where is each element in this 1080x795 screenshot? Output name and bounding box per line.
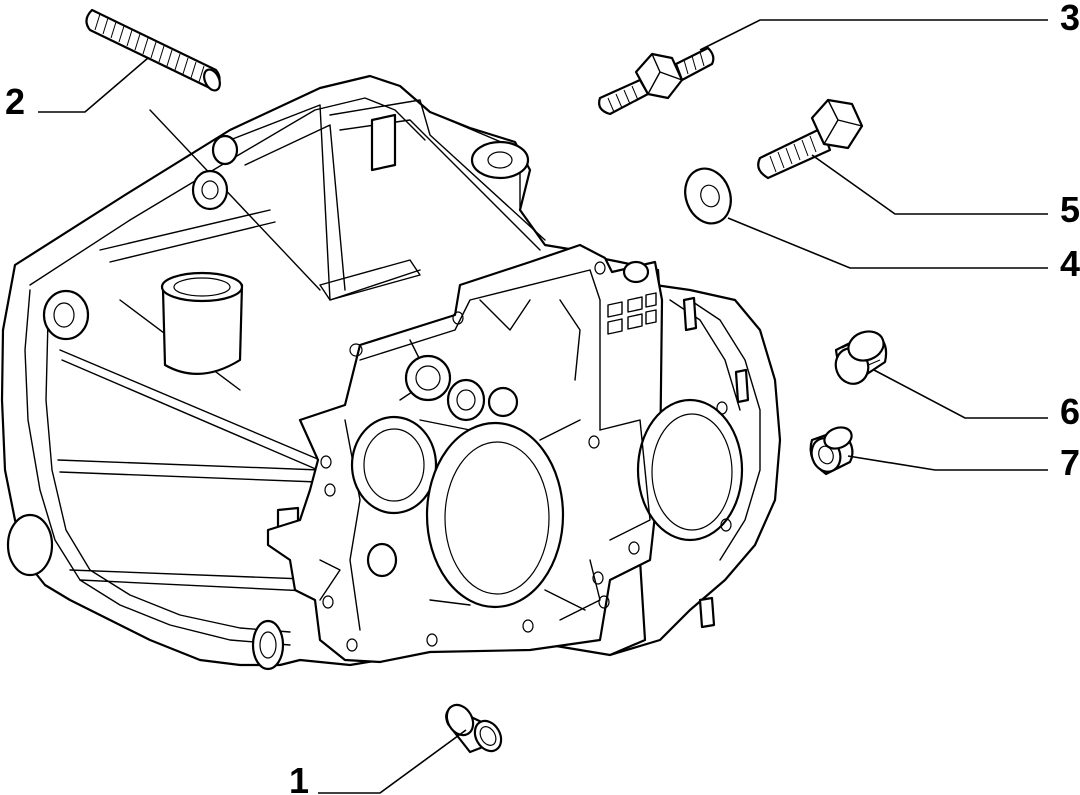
- callout-labels: 1 2 3 4 5 6 7: [5, 0, 1080, 795]
- callout-1[interactable]: 1: [289, 760, 309, 795]
- part-5-hex-bolt: [757, 98, 864, 180]
- callout-6[interactable]: 6: [1060, 391, 1080, 432]
- leader-2: [38, 57, 149, 113]
- callout-2[interactable]: 2: [5, 81, 25, 122]
- gearbox-housing: [0, 74, 782, 671]
- leader-7: [847, 455, 1048, 471]
- leader-4: [727, 217, 1048, 269]
- leader-6: [873, 369, 1048, 419]
- part-2-stud: [85, 8, 221, 92]
- part-7-sleeve: [809, 426, 854, 476]
- callout-3[interactable]: 3: [1060, 0, 1080, 38]
- part-1-dowel-sleeve: [445, 703, 503, 754]
- leader-lines: [38, 19, 1048, 794]
- callout-4[interactable]: 4: [1060, 243, 1080, 284]
- leader-3: [699, 19, 1048, 51]
- part-3-hex-stud: [598, 46, 715, 116]
- part-6-threaded-plug: [834, 330, 888, 385]
- callout-5[interactable]: 5: [1060, 189, 1080, 230]
- callout-7[interactable]: 7: [1060, 442, 1080, 483]
- leader-1: [318, 729, 467, 794]
- part-4-washer: [684, 167, 732, 225]
- leader-5: [811, 154, 1048, 215]
